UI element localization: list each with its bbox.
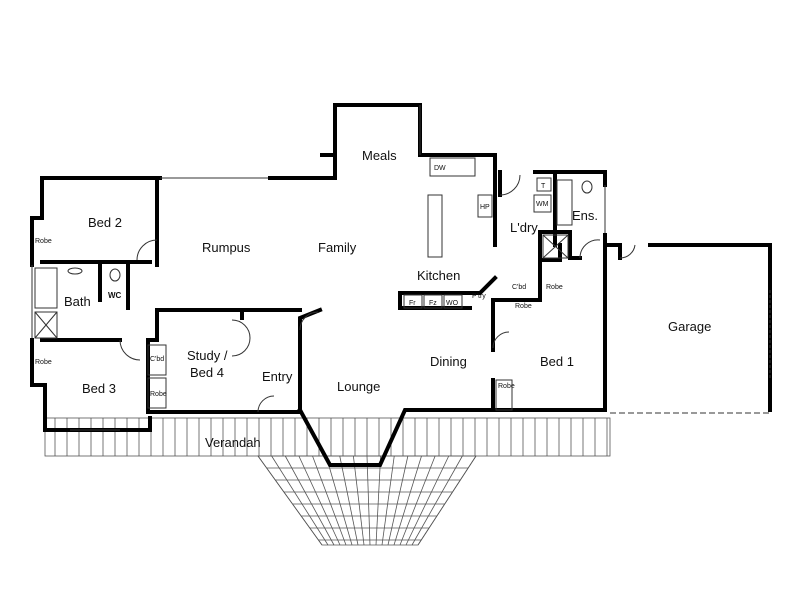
label-fz: Fz xyxy=(429,300,437,307)
label-wm: WM xyxy=(536,201,549,208)
label-robe-bed2: Robe xyxy=(35,238,52,245)
label-entry: Entry xyxy=(262,369,293,384)
fixtures xyxy=(34,157,636,413)
label-rumpus: Rumpus xyxy=(202,240,251,255)
label-wo: WO xyxy=(446,300,459,307)
label-bed2: Bed 2 xyxy=(88,215,122,230)
label-dw: DW xyxy=(434,165,446,172)
label-dining: Dining xyxy=(430,354,467,369)
label-bath: Bath xyxy=(64,294,91,309)
label-cbd-study: C'bd xyxy=(150,356,164,363)
label-verandah: Verandah xyxy=(205,435,261,450)
label-ensuite: Ens. xyxy=(572,208,598,223)
fixture-labels: DW HP T WM Fr Fz WO P'try C'bd Robe Robe… xyxy=(35,165,563,398)
verandah-deck xyxy=(44,417,611,546)
label-kitchen: Kitchen xyxy=(417,268,460,283)
label-study-2: Bed 4 xyxy=(190,365,224,380)
label-t: T xyxy=(541,183,546,190)
label-cbd-laundry: C'bd xyxy=(512,284,526,291)
label-robe-bed3: Robe xyxy=(35,359,52,366)
label-study-1: Study / xyxy=(187,348,228,363)
label-hp: HP xyxy=(480,204,490,211)
label-bed3: Bed 3 xyxy=(82,381,116,396)
walls xyxy=(30,103,772,467)
label-robe-ens: Robe xyxy=(546,284,563,291)
room-labels: Meals Bed 2 Rumpus Family Kitchen L'dry … xyxy=(64,148,711,450)
label-fr: Fr xyxy=(409,300,416,307)
label-pantry: P'try xyxy=(472,293,486,300)
label-family: Family xyxy=(318,240,357,255)
label-robe-bed1: Robe xyxy=(498,383,515,390)
label-meals: Meals xyxy=(362,148,397,163)
label-garage: Garage xyxy=(668,319,711,334)
label-laundry: L'dry xyxy=(510,220,538,235)
label-robe-bed1-top: Robe xyxy=(515,303,532,310)
label-wc: WC xyxy=(108,291,122,300)
label-bed1: Bed 1 xyxy=(540,354,574,369)
label-robe-study: Robe xyxy=(150,391,167,398)
label-lounge: Lounge xyxy=(337,379,380,394)
